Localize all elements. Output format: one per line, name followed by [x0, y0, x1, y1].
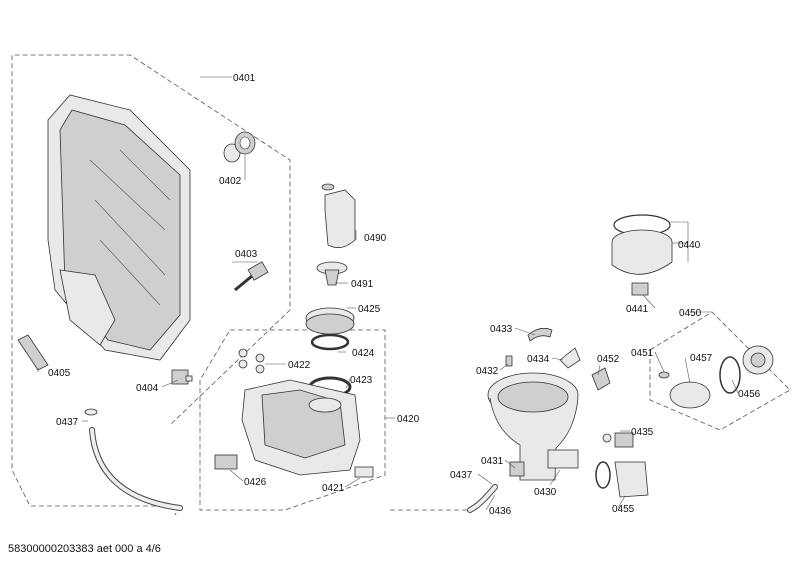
label-0423: 0423: [350, 375, 373, 386]
label-0425: 0425: [358, 304, 381, 315]
label-0404: 0404: [136, 383, 159, 394]
label-0457: 0457: [690, 353, 713, 364]
label-0491: 0491: [351, 279, 374, 290]
label-0430: 0430: [534, 487, 557, 498]
label-0432: 0432: [476, 366, 499, 377]
label-0490: 0490: [364, 233, 387, 244]
filter-lid-0425-part: [305, 307, 355, 351]
side-panel-part: [47, 94, 191, 361]
label-0440: 0440: [678, 240, 701, 251]
label-0421: 0421: [322, 483, 345, 494]
lid-0491-part: [316, 261, 348, 286]
label-0433: 0433: [490, 324, 513, 335]
small-parts-sump: [505, 327, 611, 391]
heat-pump-0450-part: [658, 345, 774, 409]
label-0450: 0450: [679, 308, 702, 319]
label-0422: 0422: [288, 360, 311, 371]
small-parts-right: [595, 432, 649, 498]
label-0402: 0402: [219, 176, 242, 187]
label-0437: 0437: [56, 417, 79, 428]
drain-hose-left: [84, 408, 183, 511]
label-0455: 0455: [612, 504, 635, 515]
label-0451: 0451: [631, 348, 654, 359]
washers-0422-part: [238, 348, 265, 374]
cap-0490-part: [321, 183, 356, 248]
label-0441: 0441: [626, 304, 649, 315]
label-0431: 0431: [481, 456, 504, 467]
gasket-0402-part: [223, 131, 256, 163]
label-0401: 0401: [233, 73, 256, 84]
pump-0440-part: [611, 214, 673, 296]
group-outlines: [11, 54, 791, 516]
sensor-0404-part: [171, 369, 193, 385]
label-0437-sump: 0437: [450, 470, 473, 481]
drain-hose-middle: [467, 484, 498, 513]
clip-0405-part: [17, 334, 49, 371]
leader-lines: [37, 76, 739, 511]
softener-0420-part: [214, 379, 374, 478]
label-0452: 0452: [597, 354, 620, 365]
label-0456: 0456: [738, 389, 761, 400]
sump-0430-part: [487, 372, 579, 481]
label-0436: 0436: [489, 506, 512, 517]
part-labels: 0401 0402 0403 0404 0405 0437 0490 0491 …: [48, 73, 761, 517]
label-0403: 0403: [235, 249, 258, 260]
label-0426: 0426: [244, 477, 267, 488]
label-0405: 0405: [48, 368, 71, 379]
label-0420: 0420: [397, 414, 420, 425]
label-0424: 0424: [352, 348, 375, 359]
label-0434: 0434: [527, 354, 550, 365]
document-footer: 58300000203383 aet 000 a 4/6: [8, 543, 161, 555]
valve-0403-part: [234, 261, 269, 292]
label-0435: 0435: [631, 427, 654, 438]
